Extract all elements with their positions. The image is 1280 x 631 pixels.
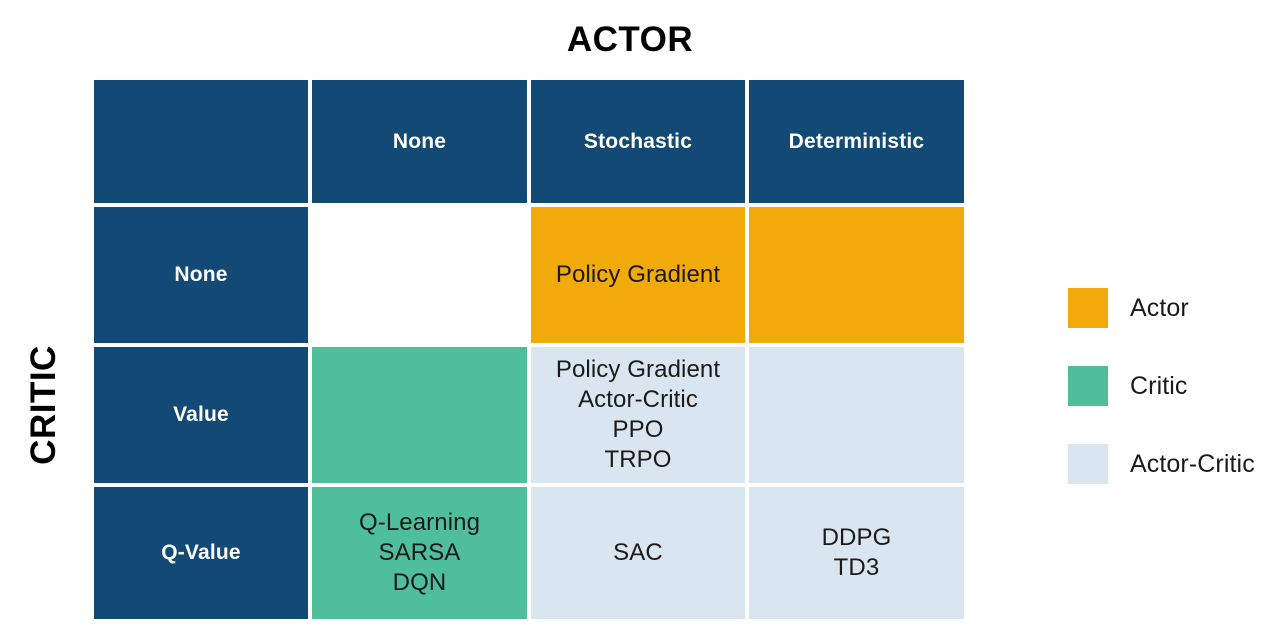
legend-item-critic: Critic [1068,366,1273,406]
cell-value-stochastic-items: Policy Gradient Actor-Critic PPO TRPO [556,355,720,476]
cell-item: Policy Gradient [555,260,721,288]
cell-none-stochastic: Policy Gradient [531,207,745,343]
cell-none-stochastic-items: Policy Gradient [556,260,720,290]
legend-swatch-critic-icon [1068,366,1108,406]
actor-axis-title: ACTOR [566,20,694,59]
taxonomy-matrix: None Stochastic Deterministic None Polic… [94,80,964,619]
cell-item: TD3 [833,554,880,581]
cell-value-deterministic [749,347,964,483]
cell-qvalue-none: Q-Learning SARSA DQN [312,487,527,619]
cell-qvalue-stochastic-items: SAC [613,538,663,568]
critic-axis-title-container: CRITIC [0,203,88,607]
row-header-none: None [94,207,308,343]
row-header-q-value: Q-Value [94,487,308,619]
legend-swatch-actor-icon [1068,288,1108,328]
cell-qvalue-stochastic: SAC [531,487,745,619]
cell-item: DDPG [821,523,892,551]
legend-label-actor-critic: Actor-Critic [1130,449,1255,478]
cell-item: Actor-Critic [578,385,698,413]
legend: Actor Critic Actor-Critic [1068,288,1273,484]
legend-label-critic: Critic [1130,371,1188,400]
cell-item: DQN [392,569,447,597]
column-header-deterministic: Deterministic [749,80,964,203]
row-header-value: Value [94,347,308,483]
cell-none-deterministic [749,207,964,343]
cell-item: SARSA [378,538,461,566]
cell-item: SAC [613,538,663,566]
cell-item: Policy Gradient [555,355,721,383]
legend-item-actor-critic: Actor-Critic [1068,444,1273,484]
cell-none-none [312,207,527,343]
legend-label-actor: Actor [1130,293,1189,322]
cell-qvalue-deterministic-items: DDPG TD3 [822,523,892,583]
cell-item: PPO [612,416,664,443]
cell-value-none [312,347,527,483]
column-header-stochastic: Stochastic [531,80,745,203]
legend-swatch-actor-critic-icon [1068,444,1108,484]
cell-qvalue-deterministic: DDPG TD3 [749,487,964,619]
cell-item: TRPO [604,446,672,474]
cell-item: Q-Learning [358,508,481,536]
cell-value-stochastic: Policy Gradient Actor-Critic PPO TRPO [531,347,745,483]
column-header-none: None [312,80,527,203]
matrix-corner-cell [94,80,308,203]
critic-axis-title: CRITIC [24,345,63,465]
cell-qvalue-none-items: Q-Learning SARSA DQN [359,508,480,599]
legend-item-actor: Actor [1068,288,1273,328]
